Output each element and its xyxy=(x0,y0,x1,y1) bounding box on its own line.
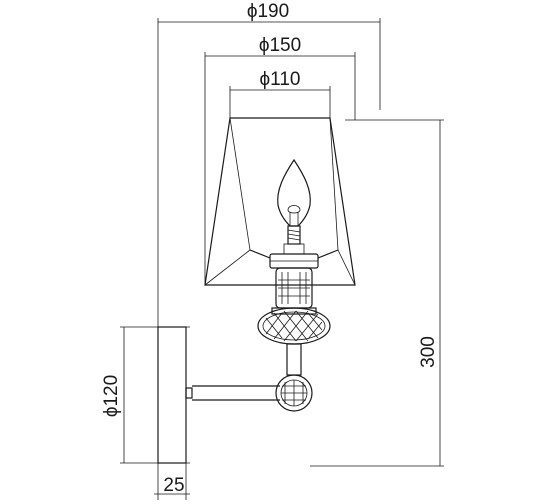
bulb xyxy=(277,158,311,245)
dimension-190-label: ϕ190 xyxy=(247,1,289,22)
lamp-stem xyxy=(286,343,302,376)
dimension-300-label: 300 xyxy=(418,336,439,368)
dimension-110: ϕ110 xyxy=(229,69,331,118)
wall-plate xyxy=(157,326,187,464)
ball-joint xyxy=(275,374,313,412)
dimension-110-label: ϕ110 xyxy=(260,69,301,90)
lampshade xyxy=(204,117,356,286)
dimension-25: 25 xyxy=(154,463,190,500)
lamp-arm xyxy=(185,385,280,401)
dimension-150-label: ϕ150 xyxy=(259,35,301,56)
dimension-25-label: 25 xyxy=(163,475,184,496)
socket-base xyxy=(271,267,317,315)
shade-holder xyxy=(249,243,339,269)
dimension-300: 300 xyxy=(310,119,444,467)
dimension-150: ϕ150 xyxy=(204,35,356,285)
crystal-ornament xyxy=(257,307,331,345)
dimension-120-label: ϕ120 xyxy=(101,375,122,417)
dimension-120: ϕ120 xyxy=(101,326,190,464)
